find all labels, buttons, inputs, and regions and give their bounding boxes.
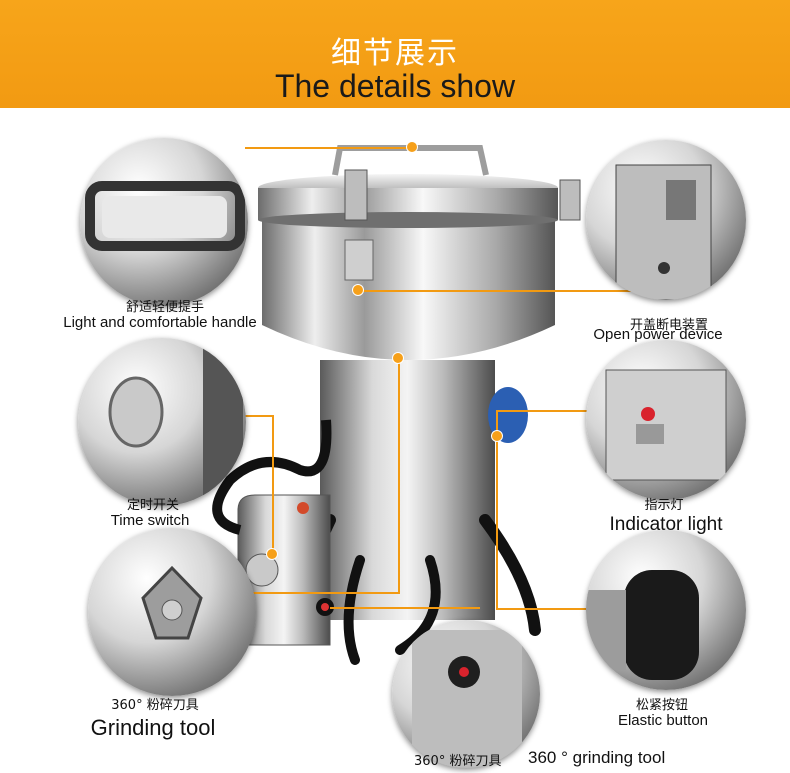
callout-line-power (358, 290, 648, 292)
callout-line-bottom (330, 607, 480, 609)
callout-line-grinding-v (398, 358, 400, 593)
label-grinding-cn: 360° 粉碎刀具 (111, 698, 199, 713)
label-bottom-cn: 360° 粉碎刀具 (414, 754, 502, 769)
label-handle-en: Light and comfortable handle (63, 314, 257, 331)
callout-line-indicator-v (496, 410, 498, 610)
header-banner: 细节展示 The details show (0, 0, 790, 108)
label-elastic-cn: 松紧按钮 (635, 698, 688, 713)
callout-dot-power (352, 284, 364, 296)
callout-line-indicator (498, 410, 603, 412)
detail-circle-power (586, 140, 746, 300)
callout-dot-handle (406, 141, 418, 153)
title-chinese: 细节展示 (331, 36, 459, 71)
detail-circle-elastic (586, 530, 746, 690)
label-timer-cn: 定时开关 (126, 498, 179, 513)
callout-dot-indicator (491, 430, 503, 442)
title-english: The details show (274, 68, 516, 104)
callout-line-grinding (180, 592, 400, 594)
grinder-bowl (262, 215, 555, 360)
detail-circle-handle (80, 138, 248, 306)
detail-circle-bottom (392, 620, 540, 768)
label-indicator-en: Indicator light (609, 514, 723, 535)
label-handle-cn: 舒适轻便提手 (125, 300, 204, 315)
callout-line-timer-v (272, 415, 274, 555)
machine-body (320, 360, 495, 620)
callout-line-handle (245, 147, 415, 149)
label-power-en: Open power device (593, 326, 723, 343)
detail-circle-grinding (88, 528, 256, 696)
callout-line-elastic (498, 608, 603, 610)
label-elastic-en: Elastic button (617, 712, 709, 729)
label-timer-en: Time switch (110, 512, 190, 529)
callout-dot-grinding (392, 352, 404, 364)
label-grinding-en: Grinding tool (90, 715, 216, 740)
label-bottom-en: 360 ° grinding tool (528, 748, 666, 767)
detail-circle-indicator (586, 340, 746, 500)
label-power-cn: 开盖断电装置 (629, 318, 708, 333)
label-indicator-cn: 指示灯 (644, 498, 684, 513)
callout-dot-timer (266, 548, 278, 560)
detail-circle-timer (78, 338, 246, 506)
